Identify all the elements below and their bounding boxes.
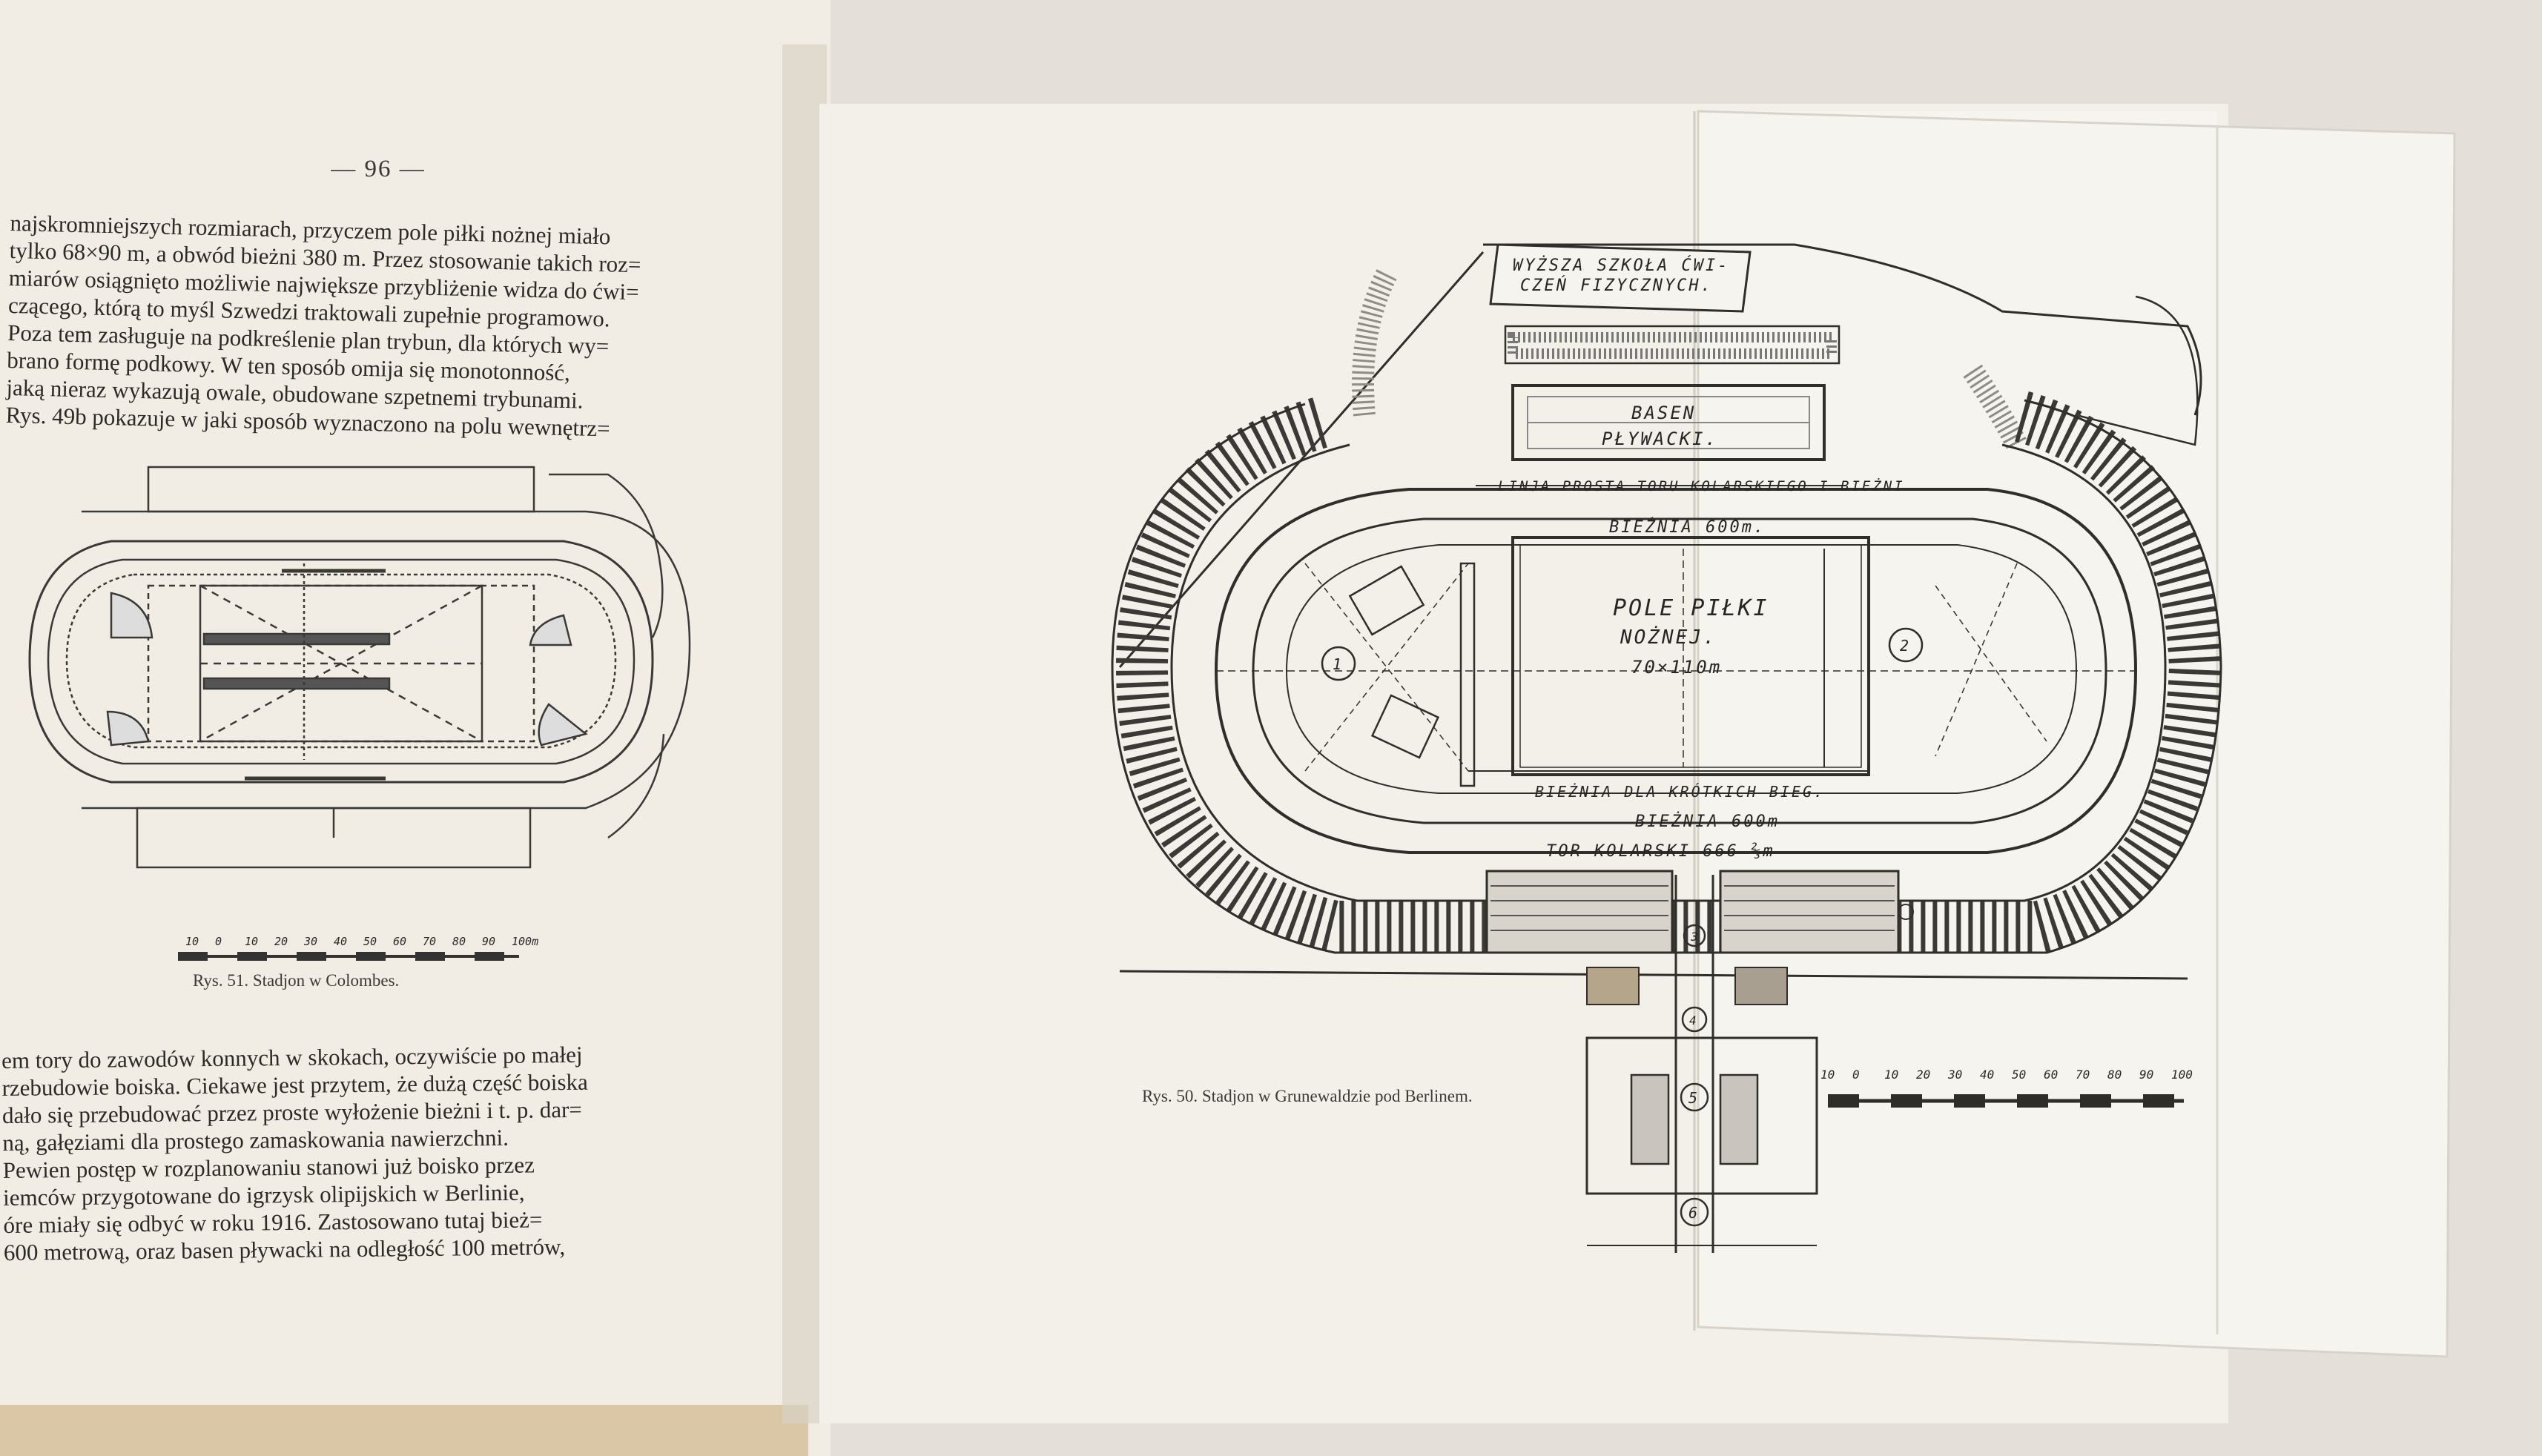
scale-label: 30 — [303, 935, 317, 948]
scale-label: 60 — [393, 935, 406, 948]
text-block-top: najskromniejszych rozmiarach, przyczem p… — [5, 209, 692, 444]
scale-label: 60 — [2044, 1068, 2058, 1082]
label-field-size: 70×110m — [1631, 657, 1722, 678]
book-edge — [0, 1405, 808, 1456]
marker-4: 4 — [1689, 1013, 1699, 1028]
scale-label: 90 — [2139, 1068, 2153, 1082]
scale-label: 10 — [1884, 1068, 1898, 1082]
scale-label: 10 — [1820, 1068, 1835, 1082]
label-sprint-track: BIEŻNIA DLA KRÓTKICH BIEG. — [1535, 783, 1825, 801]
colombes-scale-bar — [178, 952, 519, 961]
figure-caption-colombes: Rys. 51. Stadjon w Colombes. — [193, 971, 400, 990]
label-school-line2: CZEŃ FIZYCZNYCH. — [1520, 276, 1713, 295]
marker-3: 3 — [1690, 930, 1700, 944]
scale-label: 0 — [1852, 1068, 1860, 1082]
marker-1: 1 — [1333, 655, 1344, 673]
scale-label: 50 — [2012, 1068, 2026, 1082]
scale-label: 70 — [423, 935, 436, 948]
marker-6: 6 — [1688, 1204, 1700, 1222]
scale-label: 20 — [1916, 1068, 1930, 1082]
scale-label: 30 — [1947, 1068, 1962, 1082]
label-field-line2: NOŻNEJ. — [1620, 625, 1717, 649]
scale-label: 100 — [2171, 1068, 2193, 1082]
label-cycling-track: TOR KOLARSKI 666 ⅔m — [1546, 842, 1775, 861]
scale-label: 10 — [185, 935, 199, 948]
scale-label: 100m — [512, 935, 538, 948]
label-straight-line: LINJA PROSTA TORU KOLARSKIEGO I BIEŻNI — [1498, 477, 1905, 494]
foldout-sheet — [1697, 110, 2456, 1358]
scale-label: 70 — [2076, 1068, 2090, 1082]
scale-label: 80 — [2107, 1068, 2122, 1082]
grunewald-scale-bar — [1828, 1094, 2184, 1108]
scale-label: 0 — [215, 935, 222, 948]
label-pool-line2: PŁYWACKI. — [1602, 428, 1718, 449]
figure-caption-grunewald: Rys. 50. Stadjon w Grunewaldzie pod Berl… — [1142, 1087, 1473, 1105]
grunewald-stadium-plan — [1111, 243, 2222, 1253]
colombes-scale-labels: 10 0 10 20 30 40 50 60 70 80 90 100m — [185, 935, 538, 948]
marker-2: 2 — [1900, 637, 1911, 655]
label-track-bottom: BIEŻNIA 600m — [1635, 812, 1780, 831]
label-field-line1: POLE PIŁKI — [1613, 595, 1769, 621]
scale-label: 40 — [1980, 1068, 1994, 1082]
scale-label: 50 — [363, 935, 377, 948]
page-number: — 96 — — [331, 156, 426, 182]
label-pool-line1: BASEN — [1631, 403, 1696, 423]
scale-label: 80 — [452, 935, 466, 948]
scale-label: 90 — [482, 935, 495, 948]
scale-label: 20 — [274, 935, 288, 948]
label-track-top: BIEŻNIA 600m. — [1609, 517, 1766, 537]
text-block-bottom: em tory do zawodów konnych w skokach, oc… — [1, 1039, 686, 1266]
scale-label: 10 — [245, 935, 258, 948]
colombes-stadium-plan — [28, 466, 691, 869]
marker-5: 5 — [1688, 1089, 1700, 1107]
scale-label: 40 — [334, 935, 347, 948]
label-school-line1: WYŻSZA SZKOŁA ĆWI- — [1513, 256, 1729, 275]
